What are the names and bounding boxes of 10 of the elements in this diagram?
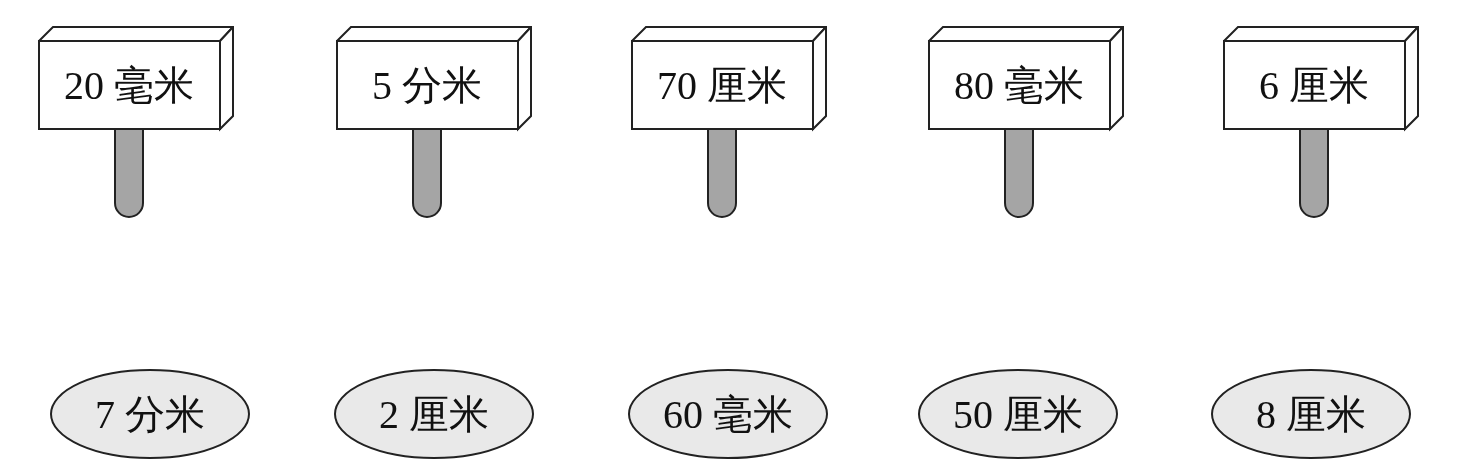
length-label: 50 厘米 [953, 390, 1083, 439]
length-label: 2 厘米 [379, 390, 489, 439]
length-label: 70 厘米 [657, 61, 787, 110]
length-label: 8 厘米 [1256, 390, 1366, 439]
length-label: 5 分米 [372, 61, 482, 110]
length-label: 7 分米 [95, 390, 205, 439]
length-label: 20 毫米 [64, 61, 194, 110]
length-label: 60 毫米 [663, 390, 793, 439]
length-label: 6 厘米 [1259, 61, 1369, 110]
length-label: 80 毫米 [954, 61, 1084, 110]
